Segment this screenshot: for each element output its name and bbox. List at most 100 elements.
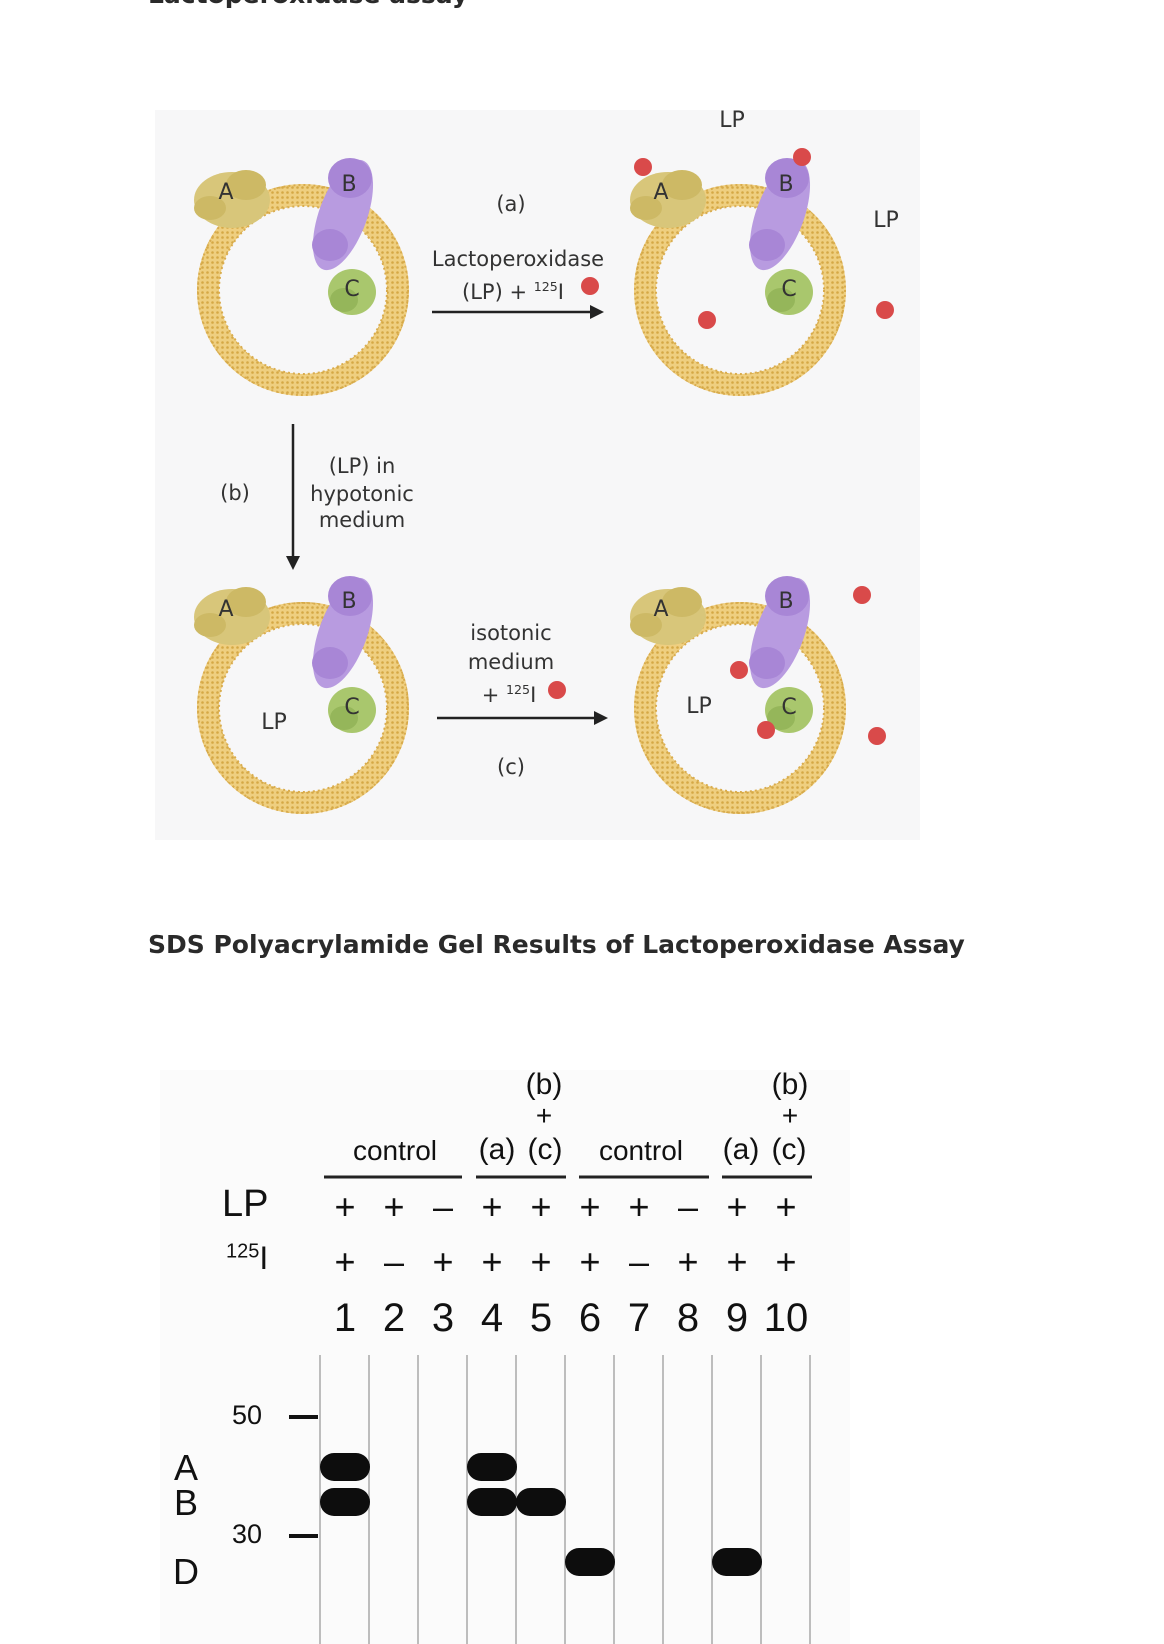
label-protein-a: A bbox=[653, 597, 669, 622]
label-protein-c: C bbox=[344, 277, 360, 302]
gel-band-lane-4 bbox=[467, 1488, 517, 1516]
protein-b-blob bbox=[749, 576, 811, 689]
step-a-reagent-line2: (LP) + 125I bbox=[448, 273, 578, 306]
lane-number-10: 10 bbox=[763, 1296, 809, 1340]
protein-b-blob bbox=[312, 576, 374, 689]
isotope-mass: 125 bbox=[506, 682, 531, 697]
iodine-dot bbox=[876, 301, 894, 319]
step-b-line2: hypotonic bbox=[310, 482, 414, 506]
step-c-prefix: + bbox=[481, 683, 507, 707]
isotope-mass: 125 bbox=[226, 1240, 260, 1263]
group-control-label: control bbox=[598, 1135, 684, 1166]
lane-number-5: 5 bbox=[529, 1296, 553, 1340]
group-c-label: (c) bbox=[771, 1133, 807, 1166]
lane-number-7: 7 bbox=[627, 1296, 651, 1340]
protein-c-blob bbox=[328, 269, 376, 315]
isotope-symbol: I bbox=[259, 1240, 269, 1276]
step-c-line1: isotonic bbox=[470, 621, 552, 645]
lp-sign-lane-5: + bbox=[530, 1186, 552, 1227]
iodine-dot bbox=[698, 311, 716, 329]
vesicle-2 bbox=[630, 148, 894, 396]
group-b-label: (b) bbox=[771, 1068, 809, 1101]
row-label-iodine: 125I bbox=[226, 1240, 286, 1277]
group-plus: + bbox=[781, 1100, 799, 1131]
iodine-dot bbox=[793, 148, 811, 166]
arrow-c bbox=[437, 711, 608, 725]
step-a-label: (a) bbox=[496, 192, 526, 216]
iodine-sign-lane-1: + bbox=[334, 1241, 356, 1282]
label-lp: LP bbox=[873, 208, 899, 233]
arrow-b bbox=[286, 424, 300, 570]
membrane-ring bbox=[197, 184, 409, 396]
iodine-sign-lane-3: + bbox=[432, 1241, 454, 1282]
protein-c-blob bbox=[765, 269, 813, 315]
membrane-ring bbox=[197, 602, 409, 814]
protein-a-blob bbox=[630, 587, 706, 645]
lp-sign-lane-2: + bbox=[383, 1186, 405, 1227]
iodine-sign-lane-6: + bbox=[579, 1241, 601, 1282]
iodine-sign-lane-2: – bbox=[383, 1241, 405, 1282]
step-b-line1: (LP) in bbox=[328, 454, 396, 478]
label-protein-c: C bbox=[781, 277, 797, 302]
label-lp: LP bbox=[261, 710, 287, 735]
label-protein-c: C bbox=[344, 695, 360, 720]
vesicle-1 bbox=[194, 158, 409, 396]
iodine-sign-lane-4: + bbox=[481, 1241, 503, 1282]
lane-number-1: 1 bbox=[333, 1296, 357, 1340]
lp-sign-lane-3: – bbox=[432, 1186, 454, 1227]
step-c-line2: medium bbox=[467, 650, 555, 674]
protein-c-blob bbox=[328, 687, 376, 733]
lp-sign-lane-1: + bbox=[334, 1186, 356, 1227]
band-label-d: D bbox=[173, 1551, 199, 1592]
lane-number-2: 2 bbox=[382, 1296, 406, 1340]
isotope-symbol: I bbox=[530, 683, 537, 707]
label-protein-b: B bbox=[341, 589, 357, 614]
step-c-label: (c) bbox=[497, 755, 525, 779]
lp-sign-lane-10: + bbox=[775, 1186, 797, 1227]
label-protein-b: B bbox=[778, 172, 794, 197]
iodine-sign-lane-5: + bbox=[530, 1241, 552, 1282]
vesicle-3 bbox=[194, 576, 409, 814]
gel-band-lane-5 bbox=[516, 1488, 566, 1516]
iodine-legend-dot bbox=[581, 277, 599, 295]
lane-number-6: 6 bbox=[578, 1296, 602, 1340]
isotope-mass: 125 bbox=[533, 279, 558, 294]
iodine-dot bbox=[868, 727, 886, 745]
mw-marker-50: 50 bbox=[231, 1400, 263, 1430]
isotope-symbol: I bbox=[557, 280, 564, 304]
lp-sign-lane-6: + bbox=[579, 1186, 601, 1227]
label-protein-c: C bbox=[781, 695, 797, 720]
protein-a-blob bbox=[194, 587, 270, 645]
step-c-line3: + 125I bbox=[473, 676, 545, 709]
iodine-sign-lane-9: + bbox=[726, 1241, 748, 1282]
label-protein-a: A bbox=[218, 597, 234, 622]
diagram-heading: Lactoperoxidase assay bbox=[148, 0, 468, 9]
group-a-label: (a) bbox=[478, 1133, 516, 1166]
group-control-label: control bbox=[352, 1135, 438, 1166]
vesicle-4 bbox=[630, 576, 886, 814]
lp-sign-lane-9: + bbox=[726, 1186, 748, 1227]
iodine-dot bbox=[730, 661, 748, 679]
label-protein-a: A bbox=[653, 180, 669, 205]
membrane-ring bbox=[634, 184, 846, 396]
label-lp: LP bbox=[686, 694, 712, 719]
group-a-label: (a) bbox=[722, 1133, 760, 1166]
mw-marker-30: 30 bbox=[231, 1519, 263, 1549]
gel-band-lane-6 bbox=[565, 1548, 615, 1576]
membrane-ring bbox=[634, 602, 846, 814]
group-plus: + bbox=[535, 1100, 553, 1131]
iodine-legend-dot bbox=[548, 681, 566, 699]
label-lp: LP bbox=[719, 108, 745, 133]
protein-b-blob bbox=[312, 158, 374, 271]
lane-number-3: 3 bbox=[431, 1296, 455, 1340]
protein-a-blob bbox=[630, 170, 706, 228]
lp-sign-lane-7: + bbox=[628, 1186, 650, 1227]
label-protein-b: B bbox=[341, 172, 357, 197]
label-protein-a: A bbox=[218, 180, 234, 205]
lane-number-9: 9 bbox=[725, 1296, 749, 1340]
band-label-a: A bbox=[173, 1447, 198, 1488]
lane-number-4: 4 bbox=[480, 1296, 504, 1340]
arrow-a bbox=[432, 305, 604, 319]
